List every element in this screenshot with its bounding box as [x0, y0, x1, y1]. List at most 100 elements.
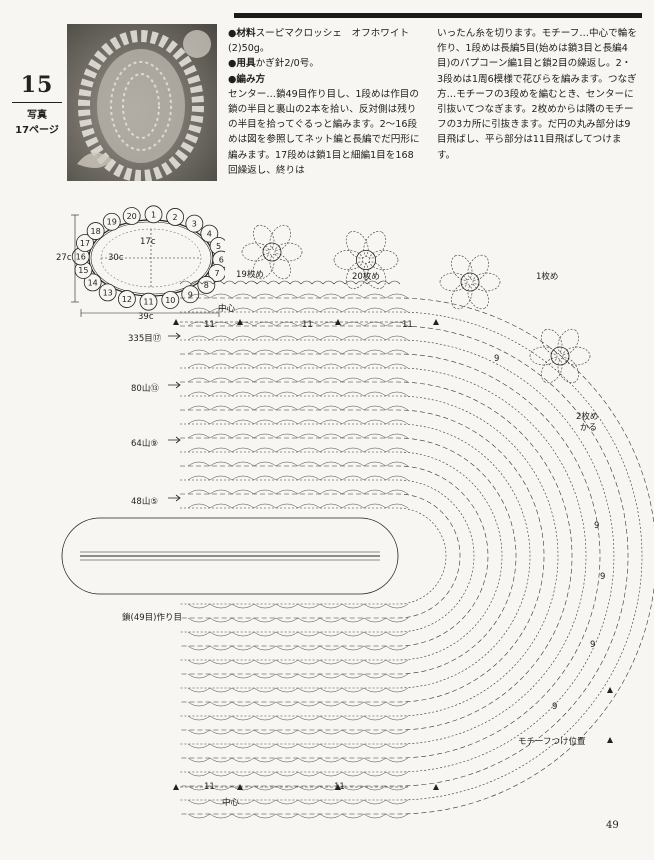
net-arc	[385, 771, 409, 777]
net-arc	[187, 799, 211, 805]
net-arc	[209, 631, 233, 637]
net-arc	[319, 475, 343, 481]
net-arc	[341, 433, 365, 439]
net-arc	[319, 503, 343, 509]
marker-triangle	[237, 784, 243, 790]
net-arc	[275, 687, 299, 693]
motif-center	[550, 346, 570, 366]
net-arc	[253, 377, 277, 383]
motif-number: 14	[88, 278, 98, 287]
net-arc	[231, 743, 255, 749]
edge-scallop	[300, 280, 313, 285]
net-arc	[253, 419, 277, 425]
method-text: センター…鎖49目作り目し、1段めは作目の鎖の半目と裏山の2本を拾い、反対側は残…	[228, 88, 420, 176]
motif-number: 16	[76, 252, 86, 261]
net-arc	[231, 813, 255, 819]
outer-width-label: 39c	[138, 312, 154, 322]
net-arc	[275, 405, 299, 411]
skip-label-top-2: 11	[302, 320, 313, 330]
motif-number: 11	[143, 298, 153, 307]
net-arc	[363, 799, 387, 805]
net-arc	[231, 447, 255, 453]
motif-petal	[269, 224, 291, 251]
net-arc	[319, 771, 343, 777]
net-arc	[385, 645, 409, 651]
net-arc	[187, 503, 211, 509]
net-arc	[187, 757, 211, 763]
net-arc	[187, 363, 211, 369]
net-arc	[231, 715, 255, 721]
net-arc	[231, 757, 255, 763]
net-arc	[275, 799, 299, 805]
net-arc	[209, 757, 233, 763]
net-arc	[253, 349, 277, 355]
motif-petal	[529, 346, 558, 366]
net-arc	[253, 433, 277, 439]
net-arc	[231, 405, 255, 411]
net-arc	[363, 433, 387, 439]
net-arc	[385, 405, 409, 411]
net-arc	[341, 503, 365, 509]
net-arc	[275, 307, 299, 313]
photo-caption: 写真	[27, 110, 47, 121]
edge-scallop	[256, 280, 269, 285]
method-continued-text: いったん糸を切ります。モチーフ…中心で輪を作り、1段めは長編5目(始めは鎖3目と…	[437, 28, 637, 161]
net-arc	[253, 645, 277, 651]
net-arc	[363, 617, 387, 623]
motif-attach-label: モチーフつけ位置	[518, 737, 586, 747]
net-arc	[319, 645, 343, 651]
net-arc	[341, 813, 365, 819]
marker-triangle	[607, 687, 613, 693]
net-arc	[297, 503, 321, 509]
net-arc	[231, 785, 255, 791]
inner-width-label: 30c	[108, 253, 124, 263]
net-arc	[209, 603, 233, 609]
net-arc	[319, 433, 343, 439]
net-arc	[209, 729, 233, 735]
net-arc	[187, 659, 211, 665]
net-arc	[385, 391, 409, 397]
net-arc	[363, 349, 387, 355]
net-arc	[297, 405, 321, 411]
net-arc	[209, 419, 233, 425]
net-arc	[187, 715, 211, 721]
stitch-row	[180, 311, 643, 801]
motif-circle	[98, 283, 117, 302]
net-arc	[231, 475, 255, 481]
net-arc	[209, 617, 233, 623]
net-arc	[363, 673, 387, 679]
net-arc	[297, 363, 321, 369]
net-arc	[253, 785, 277, 791]
net-arc	[231, 419, 255, 425]
net-arc	[187, 645, 211, 651]
edge-scallop	[366, 280, 379, 285]
net-arc	[253, 631, 277, 637]
net-arc	[187, 419, 211, 425]
motif-petal	[253, 253, 275, 280]
stitch-row	[180, 423, 531, 689]
net-arc	[253, 673, 277, 679]
marker-triangle	[433, 784, 439, 790]
net-arc	[209, 433, 233, 439]
motif-petal	[363, 261, 387, 289]
net-arc	[385, 701, 409, 707]
net-arc	[363, 391, 387, 397]
net-arc	[231, 617, 255, 623]
net-arc	[275, 757, 299, 763]
net-arc	[231, 701, 255, 707]
motif-petal	[451, 254, 473, 281]
motif-circle	[197, 276, 216, 294]
net-arc	[209, 461, 233, 467]
net-arc	[297, 335, 321, 341]
net-arc	[187, 447, 211, 453]
net-arc	[385, 603, 409, 609]
motif-petal	[557, 328, 579, 355]
net-arc	[209, 813, 233, 819]
motif-number: 15	[78, 266, 88, 275]
edge-scallop	[179, 280, 192, 285]
net-arc	[275, 813, 299, 819]
net-arc	[231, 363, 255, 369]
motif-petal	[345, 231, 369, 259]
method-label: ●編み方	[228, 73, 266, 85]
motif-20-label: 20枚め	[352, 272, 380, 282]
